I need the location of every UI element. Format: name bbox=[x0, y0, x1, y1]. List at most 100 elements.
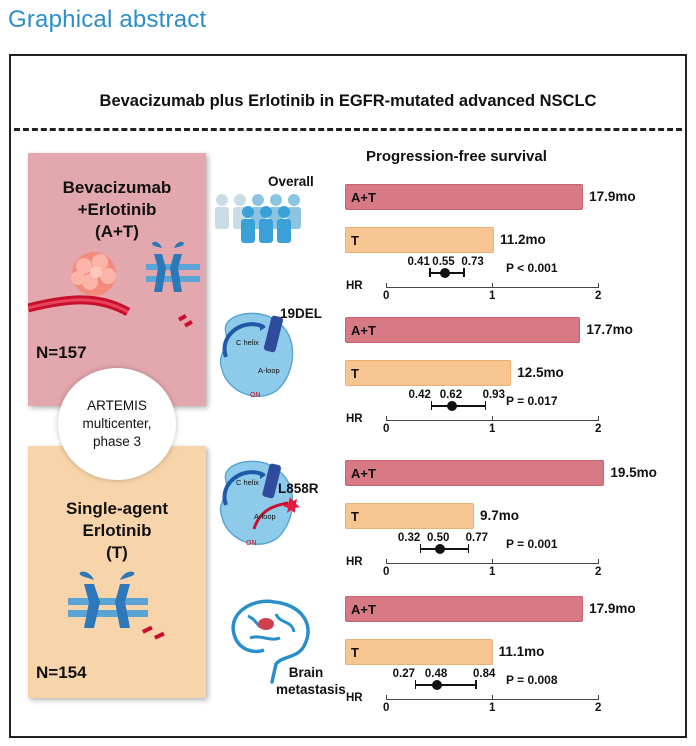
p-value: P = 0.008 bbox=[506, 673, 558, 687]
hr-axis-tick-label: 0 bbox=[383, 702, 390, 714]
bar-combination-label: A+T bbox=[351, 466, 376, 481]
bar-combination-value: 17.9mo bbox=[589, 601, 636, 616]
hr-axis-tick bbox=[492, 283, 493, 288]
trial-description: ARTEMIS multicenter, phase 3 bbox=[58, 397, 176, 451]
receptor-icon bbox=[146, 241, 200, 292]
subgroup-label-line: metastasis bbox=[276, 682, 346, 697]
bar-combination bbox=[345, 317, 581, 343]
arm-single-n: N=154 bbox=[36, 663, 87, 682]
kinase-domain-mutant-icon: C helix A-loop ON bbox=[219, 460, 300, 547]
graphical-abstract-heading: Graphical abstract bbox=[8, 6, 207, 33]
hr-ci-cap-low bbox=[414, 680, 417, 689]
bar-combination-value: 17.7mo bbox=[586, 322, 633, 337]
hr-ci-high-label: 0.73 bbox=[461, 256, 484, 268]
arm-combination-name: Bevacizumab +Erlotinib (A+T) bbox=[28, 177, 206, 243]
bar-single bbox=[345, 639, 493, 665]
hr-point-marker bbox=[447, 401, 458, 411]
bar-single-label: T bbox=[351, 645, 359, 660]
hr-axis-tick bbox=[492, 416, 493, 421]
hr-ci-low-label: 0.41 bbox=[407, 256, 430, 268]
brain-icon bbox=[231, 599, 310, 684]
pfs-title: Progression-free survival bbox=[366, 148, 547, 165]
p-value: P = 0.001 bbox=[506, 537, 558, 551]
arm-combination-n: N=157 bbox=[36, 343, 87, 362]
bar-combination bbox=[345, 460, 605, 486]
hr-axis-tick bbox=[386, 416, 387, 421]
hr-point-label: 0.55 bbox=[432, 256, 455, 268]
svg-text:C helix: C helix bbox=[236, 338, 259, 347]
hr-point-marker bbox=[439, 268, 450, 278]
bar-combination bbox=[345, 596, 584, 622]
hr-axis-tick-label: 2 bbox=[595, 423, 602, 435]
hr-ci-cap-low bbox=[430, 401, 433, 410]
hr-axis-tick-label: 1 bbox=[489, 566, 496, 578]
bar-combination-label: A+T bbox=[351, 602, 376, 617]
p-value: P < 0.001 bbox=[506, 261, 558, 275]
hr-axis-tick bbox=[492, 559, 493, 564]
hr-axis-label: HR bbox=[346, 280, 363, 292]
hr-ci-low-label: 0.27 bbox=[392, 668, 415, 680]
hr-ci-cap-high bbox=[467, 544, 470, 553]
arm-single-name: Single-agent Erlotinib (T) bbox=[28, 498, 206, 564]
hr-point-marker bbox=[434, 544, 445, 554]
hr-ci-low-label: 0.42 bbox=[408, 389, 431, 401]
arm-combination-name-line: (A+T) bbox=[95, 222, 139, 241]
kinase-domain-icon: C helix A-loop ON bbox=[219, 312, 294, 399]
main-title: Bevacizumab plus Erlotinib in EGFR-mutat… bbox=[99, 92, 597, 110]
subgroup-label-19del: 19DEL bbox=[280, 306, 323, 321]
hr-ci-line bbox=[430, 405, 485, 407]
svg-text:ON: ON bbox=[246, 540, 257, 547]
bar-combination-value: 17.9mo bbox=[589, 189, 636, 204]
hr-point-label: 0.62 bbox=[439, 389, 463, 401]
bar-combination bbox=[345, 184, 584, 210]
hr-axis-tick bbox=[386, 559, 387, 564]
bar-single bbox=[345, 503, 474, 529]
hr-axis-label: HR bbox=[346, 556, 363, 568]
hr-axis-label: HR bbox=[346, 413, 363, 425]
hr-axis-tick-label: 2 bbox=[595, 290, 602, 302]
trial-line: ARTEMIS bbox=[87, 398, 147, 413]
antibody-cluster-icon bbox=[71, 252, 116, 296]
hr-axis-tick bbox=[386, 283, 387, 288]
arm-single-name-line: Erlotinib bbox=[82, 521, 152, 540]
bar-combination-label: A+T bbox=[351, 323, 376, 338]
hr-axis-tick-label: 0 bbox=[383, 566, 390, 578]
arm-single-name-line: (T) bbox=[106, 543, 128, 562]
subgroup-label-overall: Overall bbox=[268, 174, 314, 189]
receptor-icon bbox=[84, 584, 100, 628]
hr-point-label: 0.48 bbox=[424, 668, 448, 680]
hr-axis-tick-label: 2 bbox=[595, 702, 602, 714]
hr-axis-tick bbox=[598, 283, 599, 288]
hr-ci-high-label: 0.77 bbox=[465, 532, 488, 544]
arm-combination-name-line: Bevacizumab bbox=[62, 178, 172, 197]
hr-axis-tick-label: 0 bbox=[383, 423, 390, 435]
subgroup-label-l858r: L858R bbox=[278, 481, 319, 496]
bar-single-label: T bbox=[351, 366, 359, 381]
hr-axis-label: HR bbox=[346, 692, 363, 704]
bar-single-value: 12.5mo bbox=[517, 365, 564, 380]
hr-ci-high-label: 0.93 bbox=[482, 389, 505, 401]
hr-point-label: 0.50 bbox=[427, 532, 450, 544]
bar-single-value: 11.1mo bbox=[498, 644, 545, 659]
subgroup-label-line: Brain bbox=[288, 665, 324, 680]
hr-axis-tick bbox=[598, 559, 599, 564]
hr-axis-tick-label: 2 bbox=[595, 566, 602, 578]
svg-text:C helix: C helix bbox=[236, 478, 259, 487]
arm-single-name-line: Single-agent bbox=[65, 499, 168, 518]
bar-single-value: 11.2mo bbox=[499, 232, 546, 247]
bar-combination-value: 19.5mo bbox=[610, 465, 657, 480]
hr-axis-tick bbox=[386, 695, 387, 700]
bar-single bbox=[345, 227, 494, 253]
svg-text:ON: ON bbox=[250, 392, 261, 399]
hr-ci-high-label: 0.84 bbox=[473, 668, 496, 680]
hr-point-marker bbox=[432, 680, 443, 690]
trial-line: multicenter, bbox=[82, 416, 152, 431]
hr-axis-tick bbox=[598, 695, 599, 700]
hr-ci-cap-low bbox=[429, 268, 431, 277]
hr-axis-tick bbox=[598, 416, 599, 421]
svg-text:A-loop: A-loop bbox=[258, 366, 280, 375]
bar-single-label: T bbox=[351, 233, 359, 248]
hr-ci-cap-high bbox=[484, 401, 487, 410]
subgroup-label-brain-metastasis: Brain metastasis bbox=[276, 664, 346, 698]
abstract-frame bbox=[9, 54, 687, 738]
